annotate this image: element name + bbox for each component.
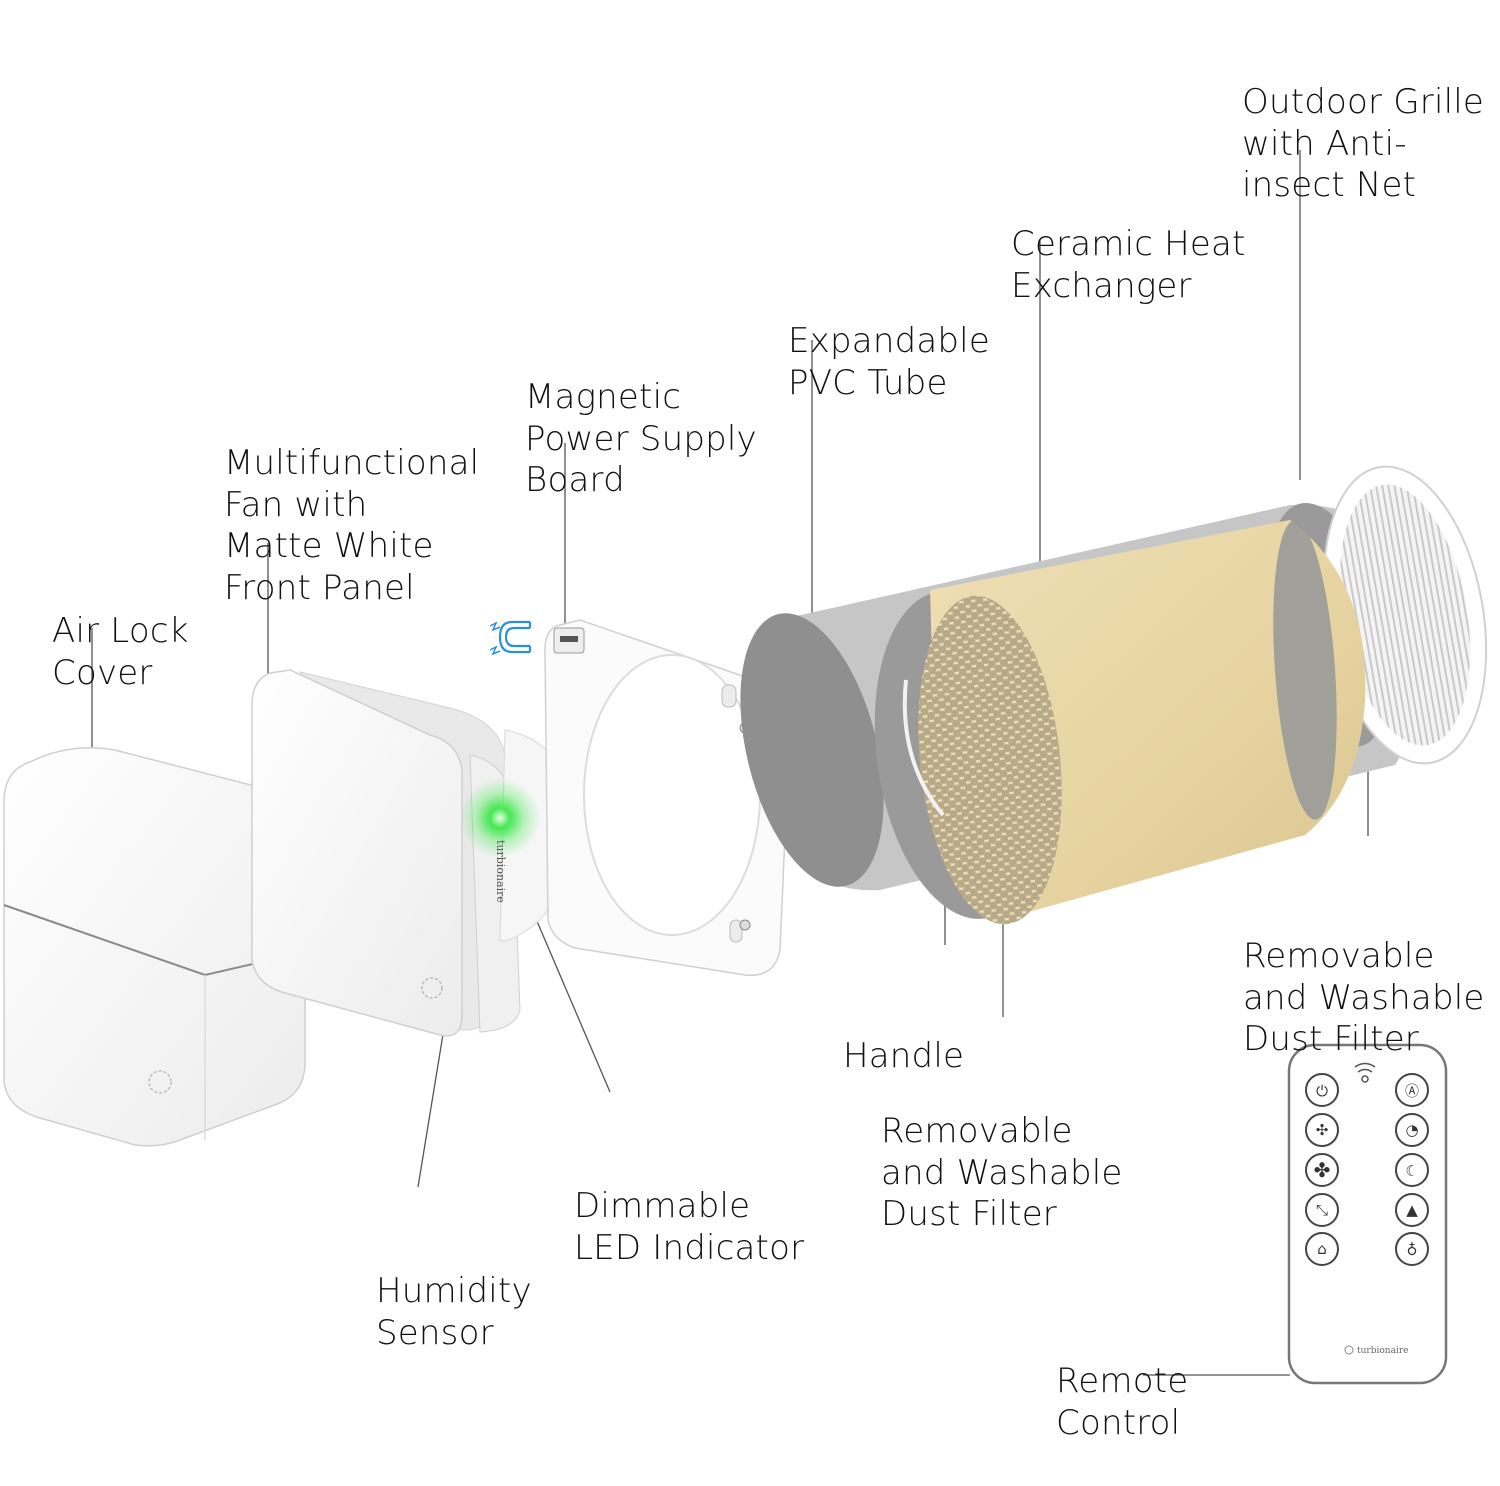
logo-swirl-icon [421,977,443,999]
power-icon [1305,1073,1339,1107]
ceramic-heat-exchanger [874,520,1366,925]
svg-text:⤡: ⤡ [1316,1201,1328,1219]
brand-vertical-text: turbionaire [494,840,507,903]
airflow-direction-icon [1305,1193,1339,1227]
remote-brand-text: turbionaire [1357,1346,1408,1356]
fan-high-icon [1305,1153,1339,1187]
multifunctional-fan: turbionaire [251,669,572,1037]
timer-fan-icon [1395,1113,1429,1147]
svg-text:▲: ▲ [1406,1201,1418,1219]
auto-mode-icon [1395,1073,1429,1107]
handle [902,679,945,817]
svg-text:Ⓐ: Ⓐ [1405,1084,1419,1100]
svg-text:✣: ✣ [1316,1121,1329,1139]
house-ventilation-icon [1305,1232,1339,1266]
svg-text:♁: ♁ [1407,1241,1418,1259]
exploded-diagram: turbionaire [3,150,1488,1385]
svg-text:☾: ☾ [1405,1162,1418,1180]
magnetic-power-supply-board [489,619,791,977]
svg-text:⏻: ⏻ [1316,1082,1328,1100]
night-mode-icon [1395,1153,1429,1187]
magnet-icon [489,620,532,656]
logo-swirl-icon [148,1070,172,1094]
led-indicator-glow [460,778,540,858]
label-handle: Handle [843,1036,965,1076]
fan-low-icon [1305,1113,1339,1147]
air-lock-cover [3,746,306,1147]
wireless-signal-icon [1354,1062,1376,1083]
svg-text:◔: ◔ [1405,1121,1418,1139]
svg-text:✤: ✤ [1314,1158,1331,1182]
remote-control: ⏻ ✣ ✤ ⤡ ⌂ Ⓐ ◔ ☾ ▲ ♁ turbionaire [1287,1043,1448,1385]
brightness-icon [1395,1232,1429,1266]
alarm-icon [1395,1193,1429,1227]
svg-text:⌂: ⌂ [1317,1240,1327,1258]
